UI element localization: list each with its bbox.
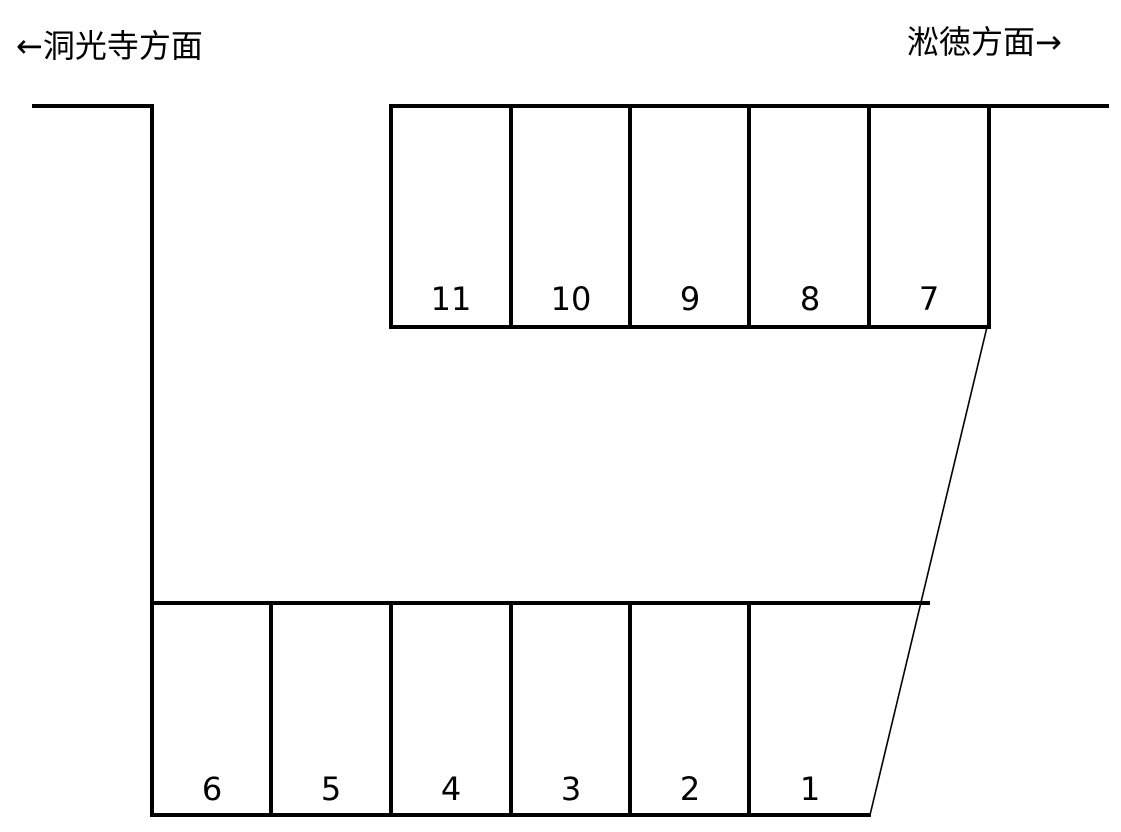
space-9: 9 — [680, 280, 700, 318]
space-2: 2 — [680, 770, 700, 808]
space-1: 1 — [800, 770, 820, 808]
diagonal-boundary — [869, 326, 988, 816]
space-5: 5 — [321, 770, 341, 808]
space-8: 8 — [800, 280, 820, 318]
bottom-row-spaces — [150, 601, 930, 817]
lot-boundary — [32, 104, 1109, 817]
direction-right-label: 淞徳方面→ — [907, 23, 1062, 61]
space-11: 11 — [431, 280, 472, 318]
space-7: 7 — [919, 280, 939, 318]
space-3: 3 — [561, 770, 581, 808]
space-6: 6 — [202, 770, 222, 808]
space-10: 10 — [551, 280, 592, 318]
top-row-spaces — [389, 104, 991, 329]
direction-left-label: ←洞光寺方面 — [16, 27, 203, 65]
space-4: 4 — [441, 770, 461, 808]
